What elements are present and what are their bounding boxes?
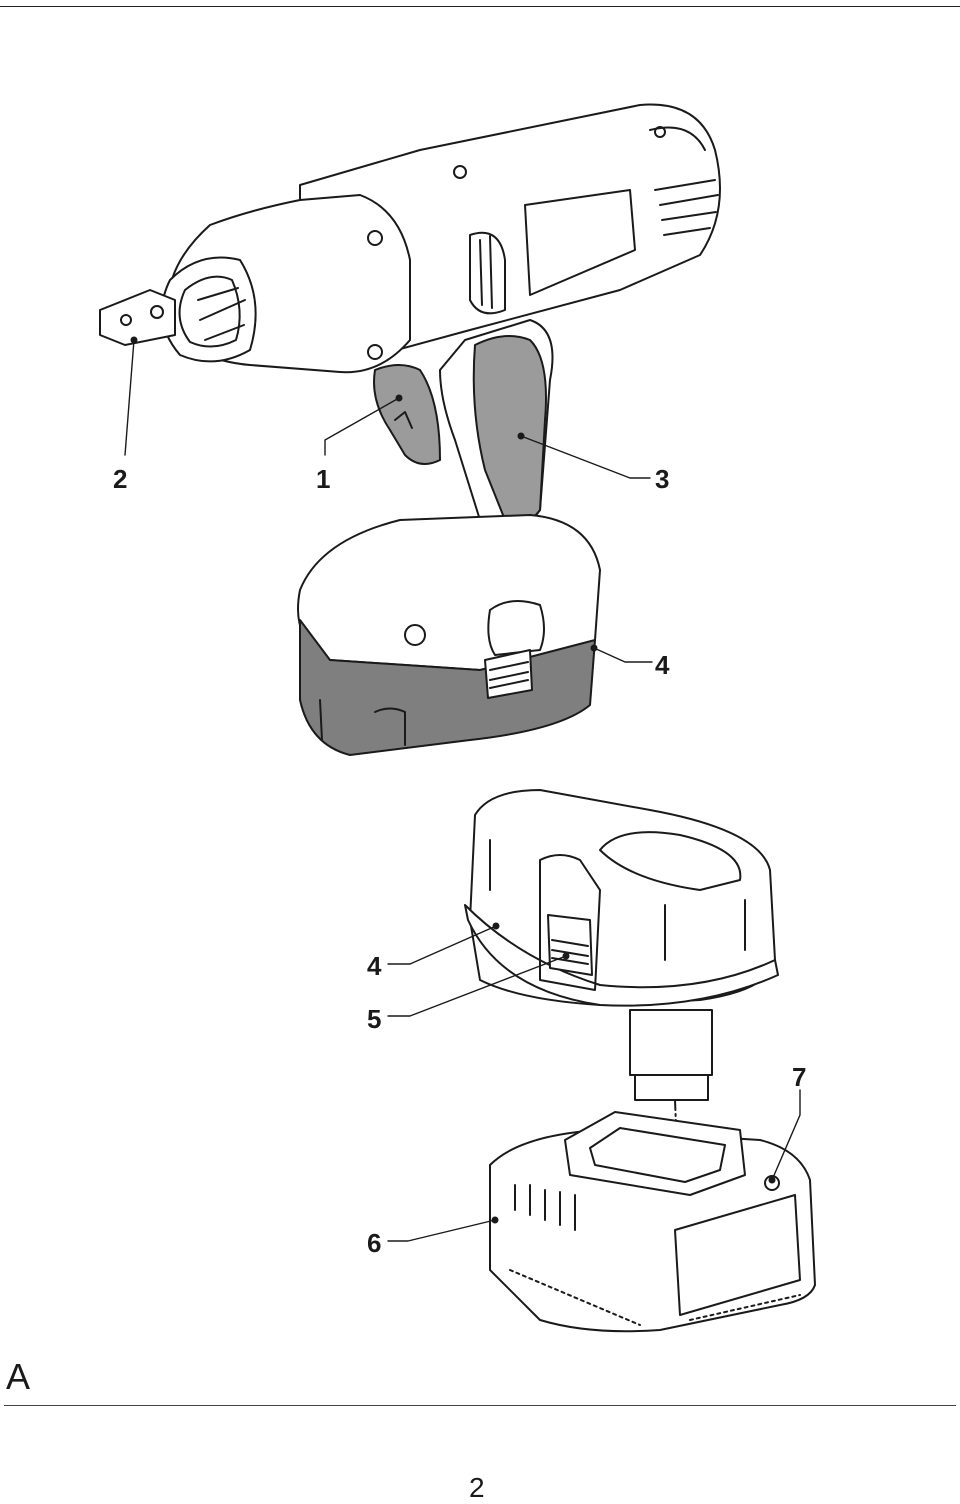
battery-pack-illustration bbox=[464, 789, 779, 1176]
callout-7: 7 bbox=[792, 1062, 807, 1092]
figure-letter: A bbox=[6, 1356, 31, 1397]
callout-2: 2 bbox=[113, 464, 128, 494]
callout-4-tool: 4 bbox=[655, 650, 670, 680]
callout-4-battery: 4 bbox=[367, 951, 382, 981]
page-number: 2 bbox=[469, 1472, 485, 1503]
callout-6: 6 bbox=[367, 1228, 382, 1258]
callout-3: 3 bbox=[655, 464, 670, 494]
charger-illustration bbox=[489, 1111, 816, 1333]
leader-lines bbox=[124, 339, 801, 1242]
bottom-rule bbox=[4, 1405, 956, 1406]
impact-wrench-illustration bbox=[99, 103, 721, 756]
top-rule bbox=[0, 6, 960, 7]
callout-1: 1 bbox=[316, 464, 331, 494]
callout-5: 5 bbox=[367, 1004, 382, 1034]
